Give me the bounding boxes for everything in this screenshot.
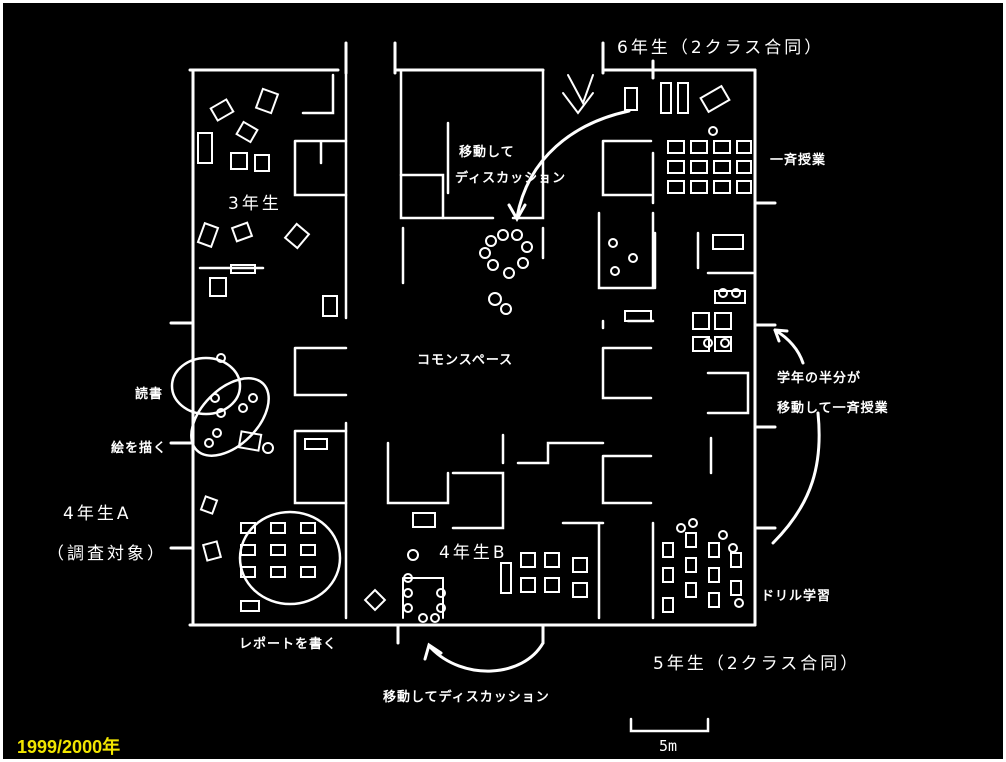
outer-walls — [169, 41, 777, 645]
common-space-label: コモンスペース — [417, 353, 514, 368]
half-move-line2: 移動して一斉授業 — [777, 401, 889, 416]
half-move-line1: 学年の半分が — [777, 371, 862, 386]
scale-bar — [629, 717, 710, 733]
move-discuss-bottom-label: 移動してディスカッション — [383, 690, 550, 705]
grade3-label: 3年生 — [228, 194, 282, 214]
floor-plan-board: 6年生（2クラス合同） 3年生 4年生A （調査対象） 4年生B 5年生（2クラ… — [3, 3, 1003, 759]
year-label: 1999/2000年 — [17, 737, 121, 757]
motion-arrows — [423, 109, 821, 673]
survey-target-label: （調査対象） — [47, 544, 167, 564]
drill-label: ドリル学習 — [761, 589, 832, 604]
move-discuss-line1: 移動して — [459, 145, 515, 160]
lecture-label: 一斉授業 — [770, 153, 827, 168]
activity-ellipses — [170, 356, 342, 606]
grade5-label: 5年生（2クラス合同） — [653, 654, 861, 674]
report-label: レポートを書く — [239, 637, 338, 652]
inner-partitions — [198, 68, 755, 620]
grade4b-label: 4年生B — [439, 543, 508, 563]
desks — [196, 74, 752, 619]
reading-label: 読書 — [135, 387, 164, 402]
scale-label: 5m — [659, 737, 678, 755]
drawing-label: 絵を描く — [111, 441, 168, 456]
people-markers — [204, 126, 744, 623]
grade6-label: 6年生（2クラス合同） — [617, 38, 825, 58]
move-discuss-line2: ディスカッション — [455, 171, 567, 186]
floor-plan-drawing — [169, 41, 821, 733]
grade4a-label: 4年生A — [63, 504, 132, 524]
